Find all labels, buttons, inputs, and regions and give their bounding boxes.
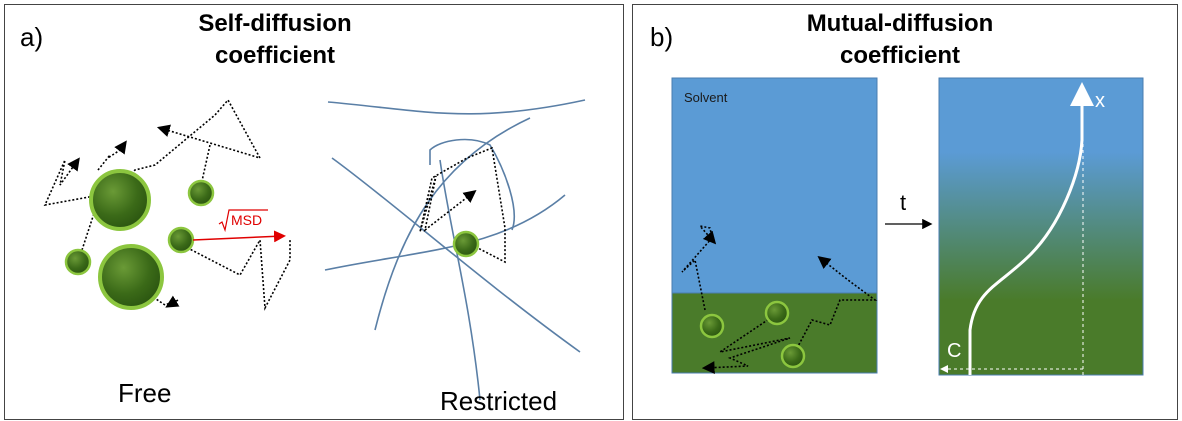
molecule-restricted [452,230,480,258]
walk-path [149,294,180,308]
concentration-profile [968,82,1094,375]
time-label: t [900,190,907,215]
molecule-small [780,343,806,369]
molecule-large [98,244,164,310]
panel-letter-b: b) [650,22,674,52]
free-label: Free [118,378,172,408]
solvent-region [671,77,878,294]
title-line: Self-diffusion [198,10,352,37]
mutual-molecules [699,300,806,369]
molecule-small [64,248,92,276]
free-random-walks [43,98,291,311]
panel-b-title: Mutual-diffusion coefficient [780,8,1020,72]
concentration-axes [940,82,1094,375]
molecule-small [187,179,215,207]
x-axis-label: x [1095,90,1105,112]
panel-letter-a: a) [20,22,44,52]
walk-path [97,140,127,171]
sqrt-icon [218,209,268,233]
panel-a-title: Self-diffusion coefficient [170,8,380,72]
walk-path [179,237,291,311]
molecule-small [699,313,725,339]
title-line: Mutual-diffusion [806,10,994,37]
concentration-box [938,77,1144,376]
restricted-label: Restricted [440,386,558,416]
msd-vector [192,209,286,243]
polymer-network [324,99,586,401]
molecule-large [89,169,151,231]
mutual-walks [681,224,878,374]
c-axis-label: C [947,340,962,362]
msd-label: MSD [231,212,263,228]
solvent-label: Solvent [684,90,728,105]
title-line: coefficient [214,42,336,69]
title-line: coefficient [839,42,961,69]
molecule-small [167,226,195,254]
solvent-box [671,77,878,374]
molecule-small [764,300,790,326]
free-molecules [64,169,215,310]
restricted-walk [419,146,506,264]
walk-path [119,98,262,186]
msd-arrow [192,230,286,243]
